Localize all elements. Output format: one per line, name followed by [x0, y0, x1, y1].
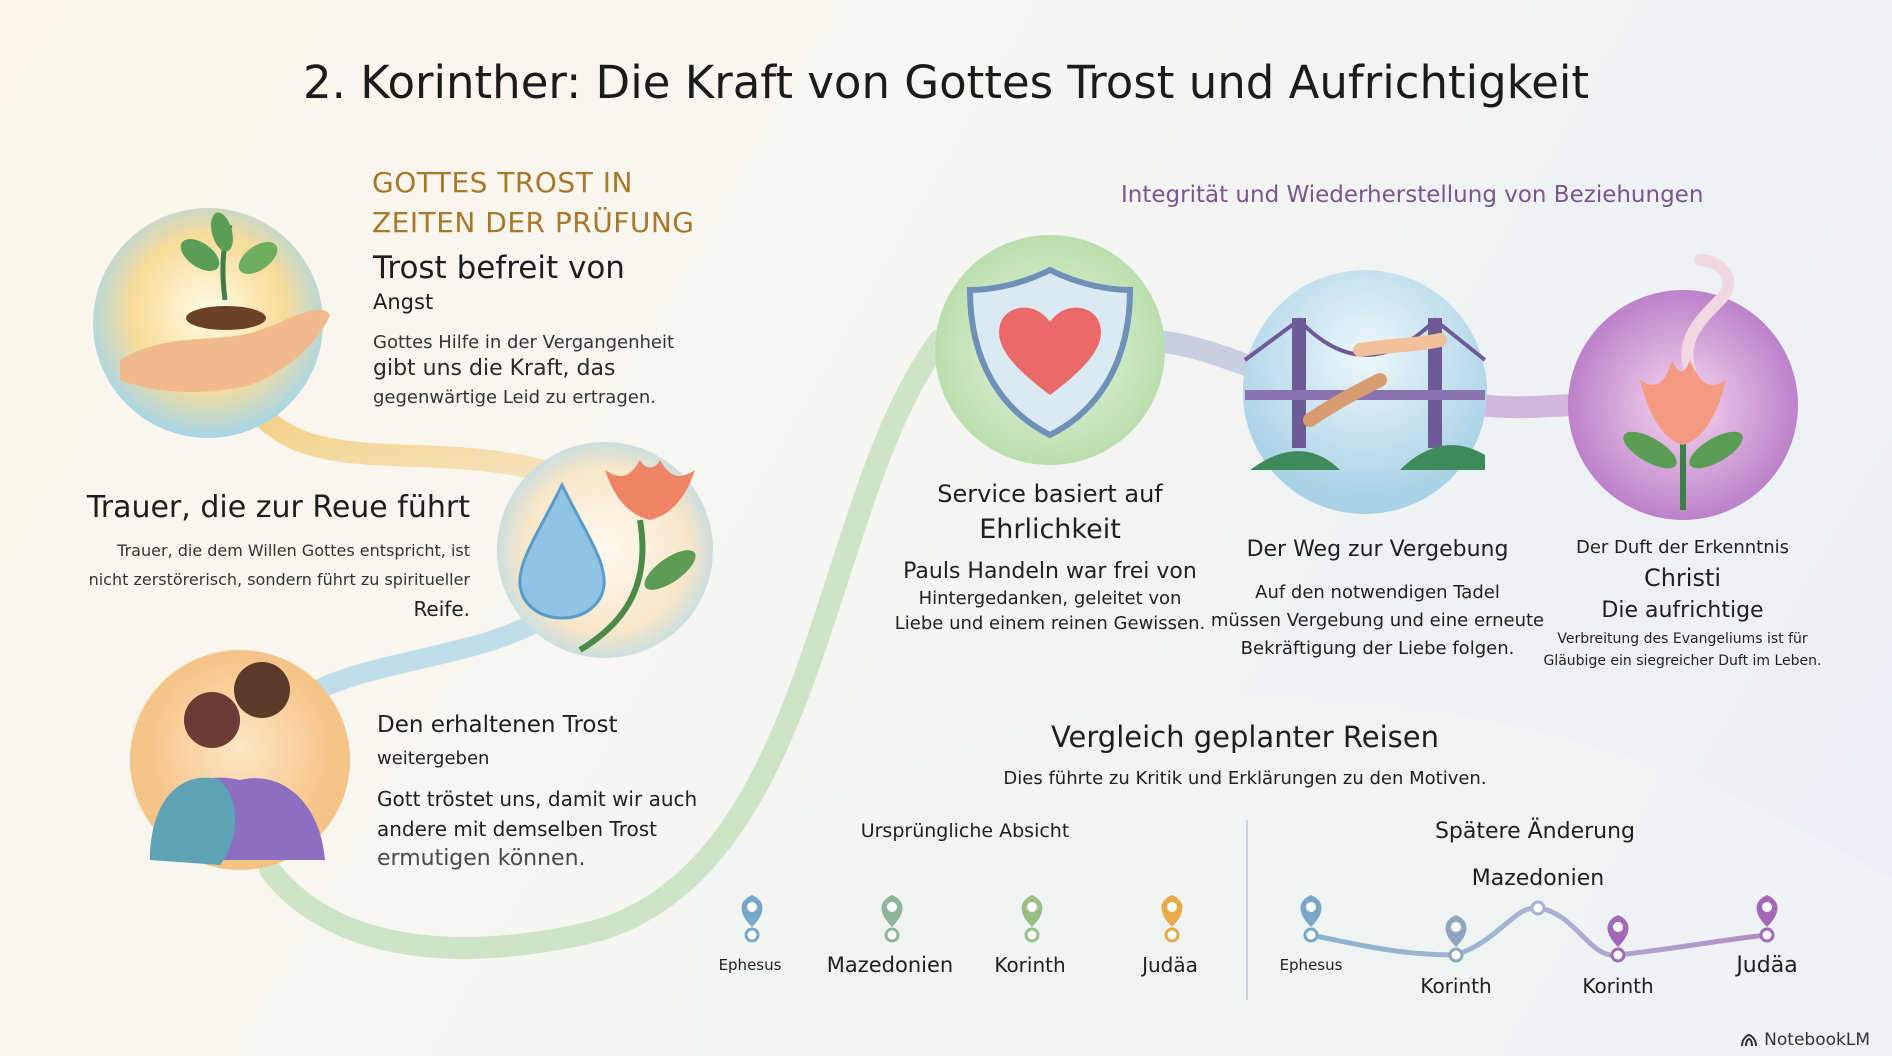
block-title: Trauer, die zur Reue führt — [86, 490, 470, 525]
block-text: Reife. — [413, 597, 470, 621]
original-route-label: Ursprüngliche Absicht — [860, 820, 1070, 842]
heading-line: GOTTES TROST IN — [372, 166, 633, 199]
stop-label: Korinth — [994, 953, 1066, 977]
item-text: Verbreitung des Evangeliums ist für — [1557, 631, 1808, 647]
heading-line: ZEITEN DER PRÜFUNG — [372, 206, 695, 239]
block-sorrow-repentance: Trauer, die zur Reue führt Trauer, die d… — [60, 490, 470, 621]
block-title: Trost befreit von — [373, 250, 625, 286]
block-text: ermutigen können. — [377, 846, 586, 871]
item-honesty: Service basiert auf Ehrlichkeit Pauls Ha… — [880, 480, 1220, 634]
item-title: Service basiert auf — [937, 480, 1163, 508]
location-pin-icon — [1021, 895, 1043, 927]
block-text: gibt uns die Kraft, das — [373, 356, 616, 381]
item-title: Der Weg zur Vergebung — [1246, 537, 1509, 562]
drop-flower-illustration — [497, 442, 713, 658]
location-pin-icon — [1607, 915, 1629, 947]
location-pin-icon — [741, 895, 763, 927]
block-comfort-fear: Trost befreit von Angst Gottes Hilfe in … — [373, 250, 713, 408]
route-node — [1164, 927, 1180, 943]
stop-label: Korinth — [1420, 974, 1492, 998]
hug-illustration — [130, 650, 350, 870]
bridge-illustration — [1243, 270, 1487, 514]
page-title: 2. Korinther: Die Kraft von Gottes Trost… — [302, 56, 1590, 109]
route-node — [1610, 947, 1626, 963]
route-node — [1448, 947, 1464, 963]
item-title: Der Duft der Erkenntnis — [1575, 537, 1790, 558]
route-node — [744, 927, 760, 943]
notebooklm-logo: NotebookLM — [1740, 1030, 1870, 1050]
route-node — [884, 927, 900, 943]
location-pin-icon — [1161, 895, 1183, 927]
block-pass-comfort: Den erhaltenen Trost weitergeben Gott tr… — [377, 712, 717, 871]
stop-label: Korinth — [1582, 974, 1654, 998]
block-text: Gott tröstet uns, damit wir auch — [377, 787, 698, 811]
shield-heart-illustration — [935, 235, 1165, 465]
stop-label: Ephesus — [1279, 956, 1343, 974]
block-subtitle: weitergeben — [377, 748, 490, 769]
stop-label: Judäa — [1736, 953, 1798, 978]
travel-subtitle: Dies führte zu Kritik und Erklärungen zu… — [1003, 768, 1487, 789]
stop-label: Ephesus — [718, 956, 782, 974]
travel-title: Vergleich geplanter Reisen — [1050, 720, 1440, 754]
item-title: Ehrlichkeit — [979, 514, 1121, 545]
later-route-label: Spätere Änderung — [1434, 819, 1636, 844]
travel-comparison-header: Vergleich geplanter Reisen Dies führte z… — [940, 720, 1550, 789]
item-text: Pauls Handeln war frei von — [903, 559, 1197, 584]
stop-label: Mazedonien — [1471, 866, 1605, 891]
location-pin-icon — [1756, 895, 1778, 927]
block-subtitle: Angst — [373, 290, 434, 314]
item-text: müssen Vergebung und eine erneute — [1210, 610, 1545, 631]
location-pin-icon — [881, 895, 903, 927]
logo-text: NotebookLM — [1764, 1030, 1870, 1050]
block-title: Den erhaltenen Trost — [377, 712, 618, 738]
block-text: andere mit demselben Trost — [377, 817, 657, 841]
route-node — [1759, 927, 1775, 943]
location-pin-icon — [1445, 915, 1467, 947]
section-heading-left: GOTTES TROST IN ZEITEN DER PRÜFUNG — [372, 163, 694, 243]
item-title: Christi — [1643, 564, 1722, 592]
item-text: Bekräftigung der Liebe folgen. — [1240, 638, 1515, 659]
scent-flower-illustration — [1568, 254, 1798, 520]
notebooklm-icon — [1741, 1033, 1758, 1047]
item-text: Hintergedanken, geleitet von — [918, 588, 1182, 609]
item-forgiveness: Der Weg zur Vergebung Auf den notwendige… — [1200, 537, 1555, 659]
block-text: Trauer, die dem Willen Gottes entspricht… — [117, 541, 470, 560]
section-heading-right: Integrität und Wiederherstellung von Bez… — [1121, 182, 1704, 208]
item-text: Gläubige ein siegreicher Duft im Leben. — [1543, 653, 1822, 669]
route-node — [1024, 927, 1040, 943]
stop-label: Mazedonien — [826, 953, 954, 977]
item-fragrance: Der Duft der Erkenntnis Christi Die aufr… — [1530, 537, 1835, 669]
item-text: Liebe und einem reinen Gewissen. — [894, 613, 1206, 634]
item-title: Die aufrichtige — [1601, 598, 1764, 623]
plant-hand-illustration — [93, 208, 330, 438]
location-pin-icon — [1300, 895, 1322, 927]
item-text: Auf den notwendigen Tadel — [1255, 582, 1500, 603]
stop-label: Judäa — [1142, 953, 1198, 977]
route-node — [1530, 900, 1546, 916]
block-text: Gottes Hilfe in der Vergangenheit — [373, 332, 675, 353]
block-text: nicht zerstörerisch, sondern führt zu sp… — [88, 570, 470, 589]
block-text: gegenwärtige Leid zu ertragen. — [373, 387, 656, 408]
route-node — [1303, 927, 1319, 943]
